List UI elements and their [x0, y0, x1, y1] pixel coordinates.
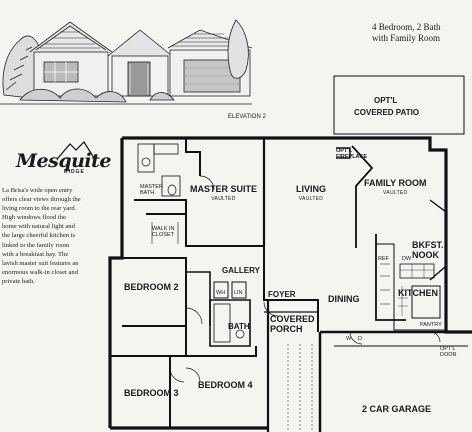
- logo: Mesquite RIDGE: [16, 141, 112, 175]
- label-walk-in-closet: WALK IN CLOSET: [152, 226, 174, 238]
- description-line: with a breakfast bay. The: [2, 250, 69, 258]
- label-master-bath: MASTER BATH: [140, 184, 163, 196]
- master-suite-vaulted: VAULTED: [211, 196, 236, 202]
- label-washer: W: [346, 336, 352, 342]
- living-vaulted: VAULTED: [298, 196, 324, 202]
- door-line1: OPT'L: [440, 346, 456, 352]
- label-bedroom-4: BEDROOM 4: [198, 380, 253, 390]
- plan-header-line2: with Family Room: [372, 33, 441, 43]
- label-gallery: GALLERY: [222, 266, 260, 275]
- label-foyer: FOYER: [268, 290, 296, 299]
- label-bedroom-3: BEDROOM 3: [124, 388, 179, 398]
- logo-name: Mesquite: [16, 150, 112, 172]
- label-patio-optional: OPT'L: [374, 96, 398, 105]
- label-porch: COVERED PORCH: [270, 314, 315, 334]
- label-living: LIVING VAULTED: [296, 184, 326, 204]
- house-elevation-sketch: [0, 19, 252, 105]
- description-line: La Brisa's wide open entry: [2, 187, 73, 194]
- description-line: home with natural light and: [2, 223, 75, 231]
- plan-header-line1: 4 Bedroom, 2 Bath: [372, 22, 441, 32]
- label-dw: DW: [402, 256, 412, 262]
- label-wh: WH: [216, 290, 226, 296]
- label-ref: REF: [378, 256, 389, 262]
- label-nook: BKFST. NOOK: [412, 240, 444, 260]
- logo-mountain-icon: [57, 141, 95, 159]
- label-dining: DINING: [328, 294, 360, 304]
- walk-in-line1: WALK IN: [152, 226, 175, 232]
- nook-line2: NOOK: [412, 250, 439, 260]
- family-room-vaulted: VAULTED: [383, 190, 408, 196]
- label-lin: LIN: [234, 290, 243, 296]
- patio-outline: [333, 75, 465, 135]
- description-line: High windows flood the: [2, 214, 66, 222]
- description-line: lavish master suit features an: [2, 259, 79, 267]
- description-line: offers clear views through the: [2, 196, 81, 204]
- door-line2: DOOR: [440, 352, 457, 358]
- label-dryer: D: [358, 336, 362, 342]
- living-name: LIVING: [296, 184, 327, 194]
- nook-line1: BKFST.: [412, 240, 444, 250]
- label-garage: 2 CAR GARAGE: [362, 404, 432, 414]
- label-pantry: PANTRY: [420, 322, 442, 328]
- description-line: the large cheerful kitchen is: [2, 232, 76, 240]
- porch-line1: COVERED: [270, 314, 315, 324]
- description-line: linked to the family room: [2, 241, 70, 249]
- label-bedroom-2: BEDROOM 2: [124, 282, 179, 292]
- family-room-name: FAMILY ROOM: [364, 178, 427, 188]
- master-suite-name: MASTER SUITE: [190, 184, 258, 194]
- label-family-room: FAMILY ROOM VAULTED: [364, 178, 427, 198]
- master-bath-line1: MASTER: [140, 184, 163, 190]
- label-bath: BATH: [228, 322, 250, 331]
- label-master-suite: MASTER SUITE VAULTED: [190, 184, 257, 204]
- plan-header: 4 Bedroom, 2 Bath with Family Room: [372, 22, 441, 44]
- walk-in-line2: CLOSET: [152, 232, 175, 238]
- description-line: living room to the rear yard.: [2, 205, 77, 213]
- master-bath-line2: BATH: [140, 190, 155, 196]
- label-covered-patio: COVERED PATIO: [354, 108, 420, 117]
- fireplace-optional: OPT'L: [336, 148, 352, 154]
- fireplace-name: FIREPLACE: [336, 154, 368, 160]
- logo-sub: RIDGE: [64, 169, 85, 175]
- label-fireplace: OPT'L FIREPLACE: [336, 148, 367, 160]
- description-line: enormous walk-in closet and: [2, 268, 78, 276]
- plan-description: La Brisa's wide open entry offers clear …: [2, 186, 114, 286]
- elevation-label: ELEVATION 2: [228, 114, 266, 120]
- label-kitchen: KITCHEN: [398, 288, 438, 298]
- porch-line2: PORCH: [270, 324, 303, 334]
- description-line: private bath.: [2, 277, 35, 285]
- label-optional-door: OPT'L DOOR: [440, 346, 457, 358]
